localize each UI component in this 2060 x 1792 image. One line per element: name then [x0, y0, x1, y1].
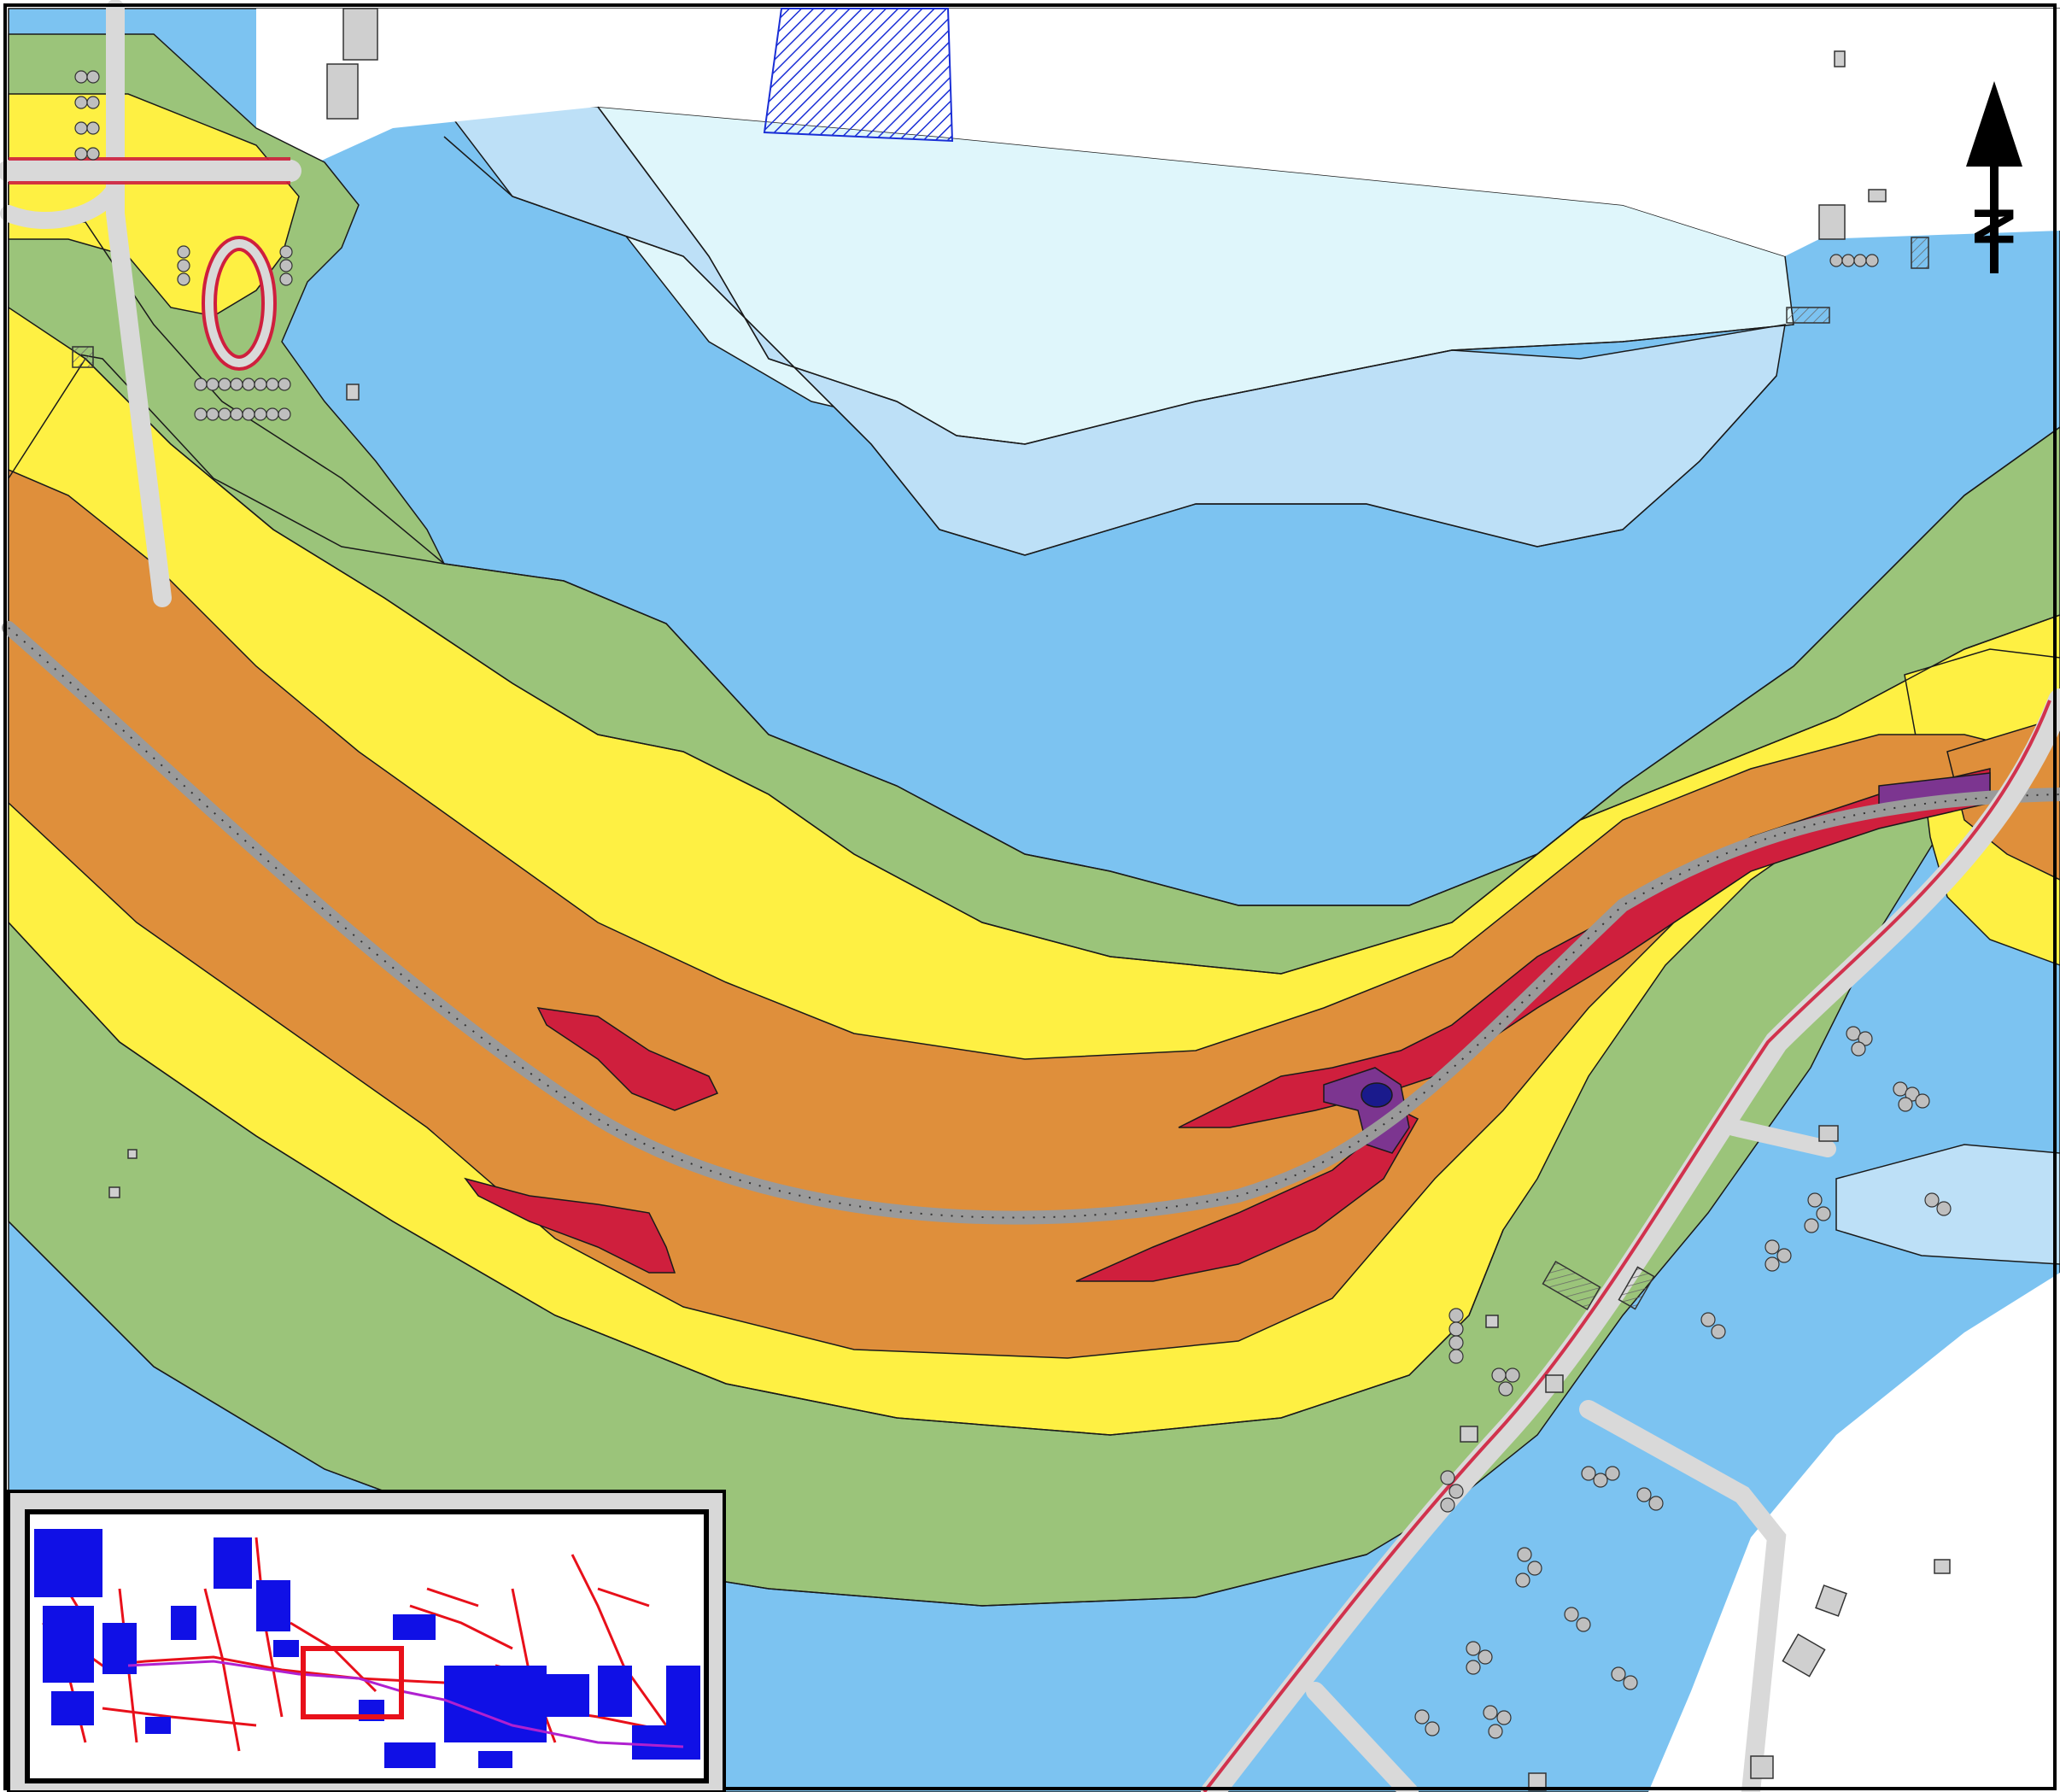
- protected-area-hatch: [763, 8, 954, 143]
- road-east: [1201, 688, 2060, 1792]
- unmapped-area: [256, 9, 2060, 256]
- road-northwest-curve: [0, 179, 124, 229]
- north-arrow-head: [1966, 81, 2022, 167]
- inset-buildings: [34, 1529, 700, 1768]
- road-noise-edges: [9, 157, 2051, 1792]
- road-northwest-vertical: [106, 0, 172, 607]
- tree-clusters: [74, 70, 1952, 1739]
- zone-level-9: [1361, 1082, 1393, 1108]
- railway-ties: [8, 627, 2060, 1219]
- north-arrow-label: N: [1963, 206, 2026, 247]
- road-east-branch: [1579, 1400, 1787, 1792]
- road-southwest: [1306, 1682, 1419, 1792]
- north-arrow: N: [1963, 81, 2026, 273]
- zone-level-7-west-lower: [464, 1177, 676, 1274]
- unmapped-area-southeast: [1648, 1273, 2060, 1792]
- road-loop-inner: [205, 239, 273, 367]
- zone-level-7-west-upper: [536, 1007, 719, 1111]
- north-arrow-shaft: [1990, 158, 1999, 273]
- inset-extent-box: [301, 1646, 404, 1719]
- road-east-spur: [1725, 1119, 1836, 1157]
- buildings: [72, 8, 1951, 1791]
- overview-inset: [7, 1490, 726, 1792]
- map-frame: [3, 3, 2057, 1790]
